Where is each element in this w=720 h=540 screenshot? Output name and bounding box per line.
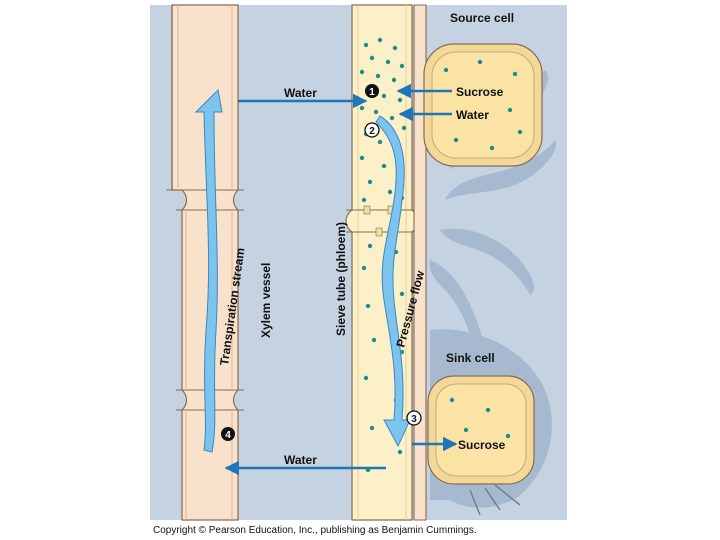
- xylem-vessel: [166, 4, 244, 521]
- step-marker-4: [221, 427, 235, 441]
- sieve-tube-label: Sieve tube (phloem): [334, 222, 348, 336]
- transpiration-stream-arrow: [194, 88, 223, 453]
- step-markers: 1 2 3 4: [221, 84, 422, 441]
- water-label-source: Water: [456, 108, 489, 122]
- water-label-bottom: Water: [284, 453, 317, 467]
- step-marker-2: [364, 122, 380, 138]
- water-label-top: Water: [284, 86, 317, 100]
- sucrose-label-bottom: Sucrose: [458, 438, 506, 452]
- sieve-tube: [345, 4, 419, 521]
- companion-cells: [413, 4, 427, 521]
- sucrose-label-top: Sucrose: [456, 85, 504, 99]
- svg-text:3: 3: [411, 414, 417, 425]
- source-cell-label: Source cell: [450, 11, 514, 25]
- step-marker-1: [365, 84, 379, 98]
- source-cell: [423, 43, 543, 167]
- flow-arrows: [224, 83, 458, 476]
- sink-cell: [427, 375, 535, 485]
- copyright-notice: Copyright © Pearson Education, Inc., pub…: [153, 525, 477, 536]
- svg-text:1: 1: [369, 87, 375, 98]
- xylem-vessel-label: Xylem vessel: [259, 263, 273, 338]
- svg-text:2: 2: [369, 126, 375, 137]
- step-marker-3: [406, 410, 422, 426]
- pressure-flow-arrow: [375, 115, 411, 448]
- sink-cell-label: Sink cell: [446, 351, 495, 365]
- svg-text:4: 4: [225, 430, 231, 441]
